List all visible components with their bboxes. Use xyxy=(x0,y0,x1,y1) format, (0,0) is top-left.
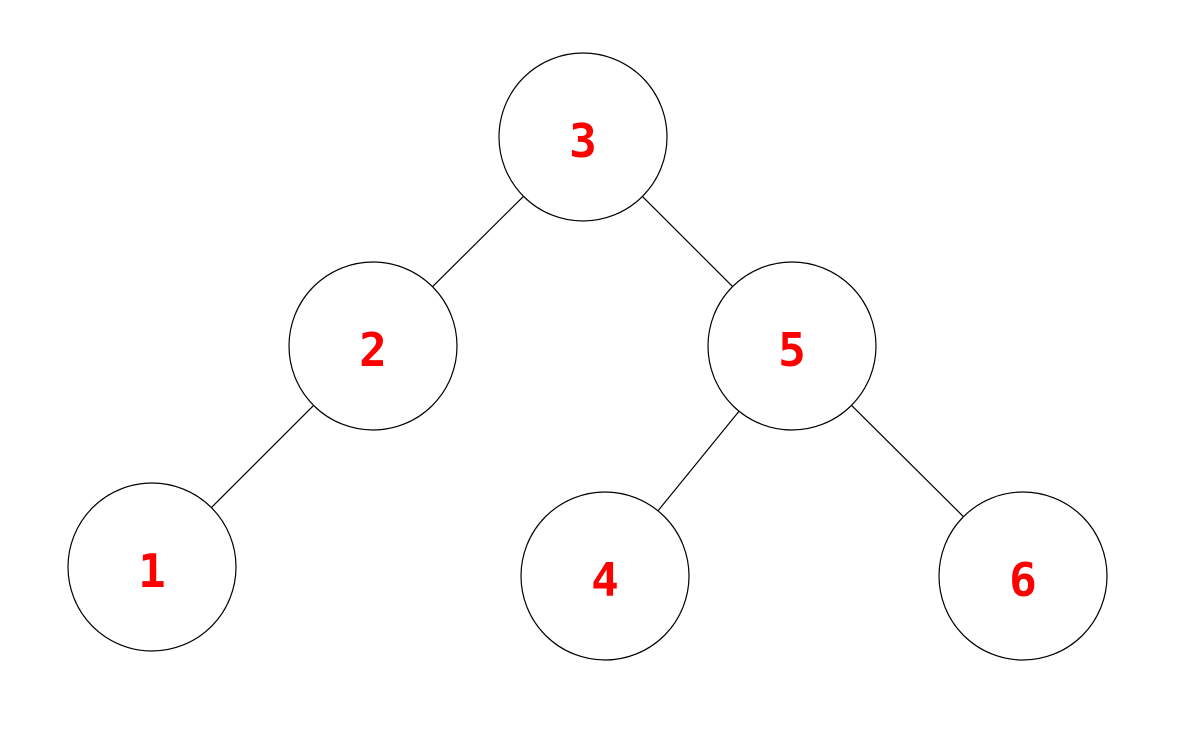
node-circle xyxy=(67,482,237,652)
node-circle xyxy=(938,491,1108,661)
tree-edge-n3-n5 xyxy=(641,195,734,288)
tree-node-1: 1 xyxy=(67,482,237,652)
edge-layer xyxy=(210,195,964,518)
tree-node-2: 2 xyxy=(288,261,458,431)
node-circle xyxy=(707,261,877,431)
tree-node-4: 4 xyxy=(520,491,690,661)
node-circle xyxy=(498,52,668,222)
tree-node-3: 3 xyxy=(498,52,668,222)
tree-node-6: 6 xyxy=(938,491,1108,661)
node-label: 1 xyxy=(138,544,166,598)
node-label: 4 xyxy=(591,553,619,607)
tree-edge-n5-n6 xyxy=(851,404,964,518)
tree-edge-n5-n4 xyxy=(657,410,740,512)
node-circle xyxy=(288,261,458,431)
tree-node-5: 5 xyxy=(707,261,877,431)
node-layer: 3 2 5 1 4 6 xyxy=(67,52,1108,661)
node-label: 2 xyxy=(359,323,387,377)
tree-edge-n2-n1 xyxy=(210,404,315,509)
node-label: 5 xyxy=(778,323,806,377)
node-label: 3 xyxy=(569,114,597,168)
node-label: 6 xyxy=(1009,553,1037,607)
tree-edge-n3-n2 xyxy=(432,195,524,288)
node-circle xyxy=(520,491,690,661)
